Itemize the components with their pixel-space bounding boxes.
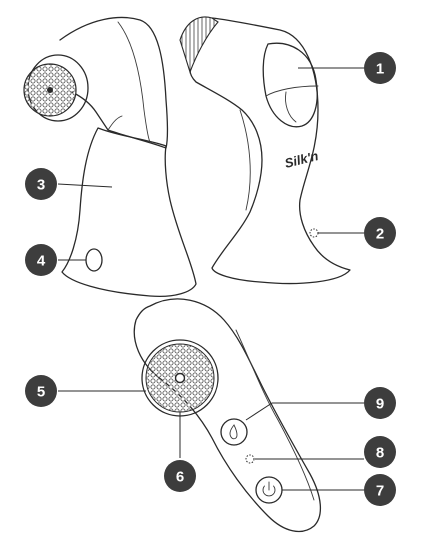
svg-text:7: 7 [376,483,384,500]
display-window [262,42,318,128]
callout-7: 7 [364,474,396,506]
front-indicator-light [245,454,255,464]
svg-text:3: 3 [37,177,45,194]
callout-5: 5 [25,375,57,407]
svg-text:6: 6 [176,469,184,486]
device-in-dock [23,16,197,298]
charging-contact [85,248,103,272]
callout-1: 1 [364,52,396,84]
charging-dock [61,127,197,298]
svg-text:8: 8 [376,445,384,462]
brand-logo: Silk'n [283,148,320,171]
drop-icon [229,424,238,440]
center-bristle [174,372,186,384]
leader-lines [57,67,364,491]
svg-text:5: 5 [37,384,45,401]
brush-body [59,16,169,149]
callout-3: 3 [25,168,57,200]
callout-6: 6 [164,460,196,492]
power-icon [262,481,276,497]
brush-handle [189,17,351,285]
svg-text:4: 4 [37,253,46,270]
callout-9: 9 [364,387,396,419]
callout-badges: 1 2 3 4 5 6 7 8 [25,52,396,506]
device-side-view: Silk'n [179,16,351,285]
device-front-view [133,298,321,533]
indicator-light [309,228,319,238]
mode-button [220,418,248,446]
svg-text:9: 9 [376,396,384,413]
callout-8: 8 [364,436,396,468]
brush-head-top [179,16,219,74]
callout-4: 4 [25,244,57,276]
svg-text:1: 1 [376,61,384,78]
svg-text:2: 2 [376,226,384,243]
callout-2: 2 [364,217,396,249]
front-handle [133,298,321,533]
